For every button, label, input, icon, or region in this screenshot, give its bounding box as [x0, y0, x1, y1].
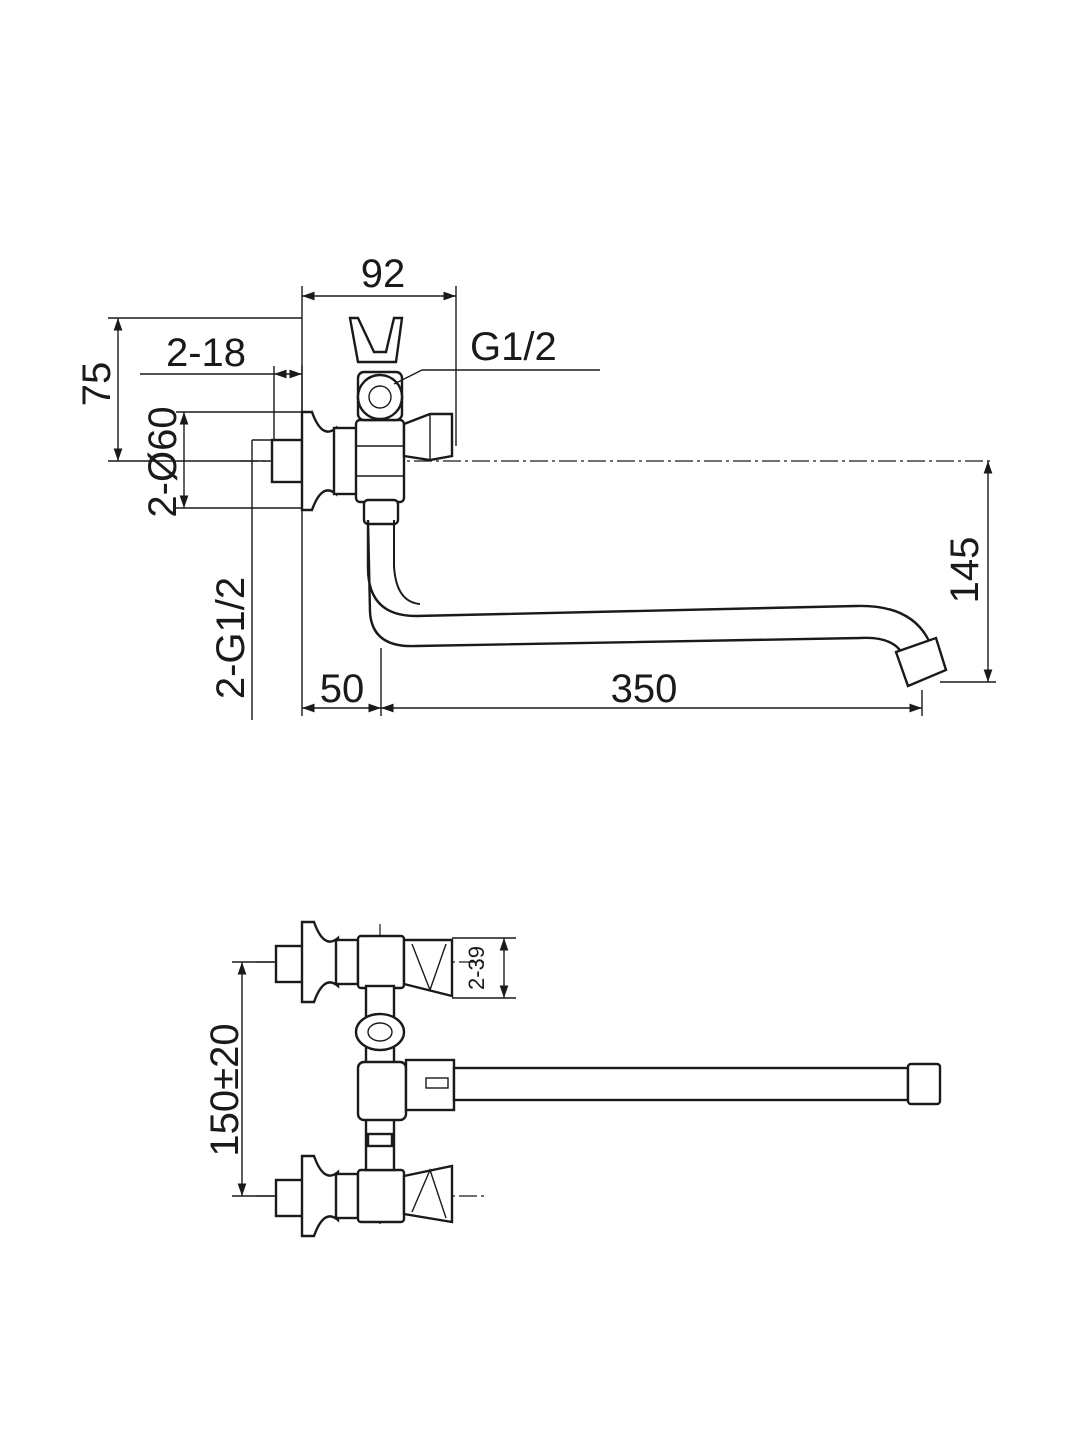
front-upper-inlet [274, 920, 454, 1004]
front-shower-holder [354, 1012, 406, 1052]
side-spout [362, 498, 948, 688]
side-aerator [894, 636, 948, 688]
dim-2-39-label: 2-39 [464, 946, 489, 990]
dim-g12-label: G1/2 [470, 325, 557, 369]
side-view: 92 G1/2 2-18 75 2-Ø60 2-G1/2 50 350 [75, 252, 996, 720]
front-aerator [906, 1062, 942, 1106]
dim-92-label: 92 [361, 252, 406, 296]
side-handle [402, 412, 454, 462]
dim-inlet-thread-label: 2-G1/2 [209, 577, 253, 699]
side-hex-nut [332, 426, 360, 496]
side-inlet-nipple [270, 438, 304, 484]
front-spout [452, 1062, 942, 1106]
dim-2-18-label: 2-18 [166, 331, 246, 375]
side-flange [300, 410, 338, 512]
front-view: 2-39 150±20 [203, 920, 942, 1238]
dim-350-label: 350 [611, 667, 678, 711]
side-shower-holder [348, 316, 404, 364]
front-central-body [354, 984, 456, 1172]
dim-145-label: 145 [943, 537, 987, 604]
dim-50-label: 50 [320, 667, 365, 711]
side-valve-body [354, 418, 406, 504]
front-lower-handle [402, 1164, 454, 1224]
front-lower-inlet [274, 1154, 454, 1238]
dim-60-label: 2-Ø60 [141, 406, 185, 517]
dim-75-label: 75 [75, 362, 119, 407]
dim-150-label: 150±20 [203, 1023, 247, 1156]
